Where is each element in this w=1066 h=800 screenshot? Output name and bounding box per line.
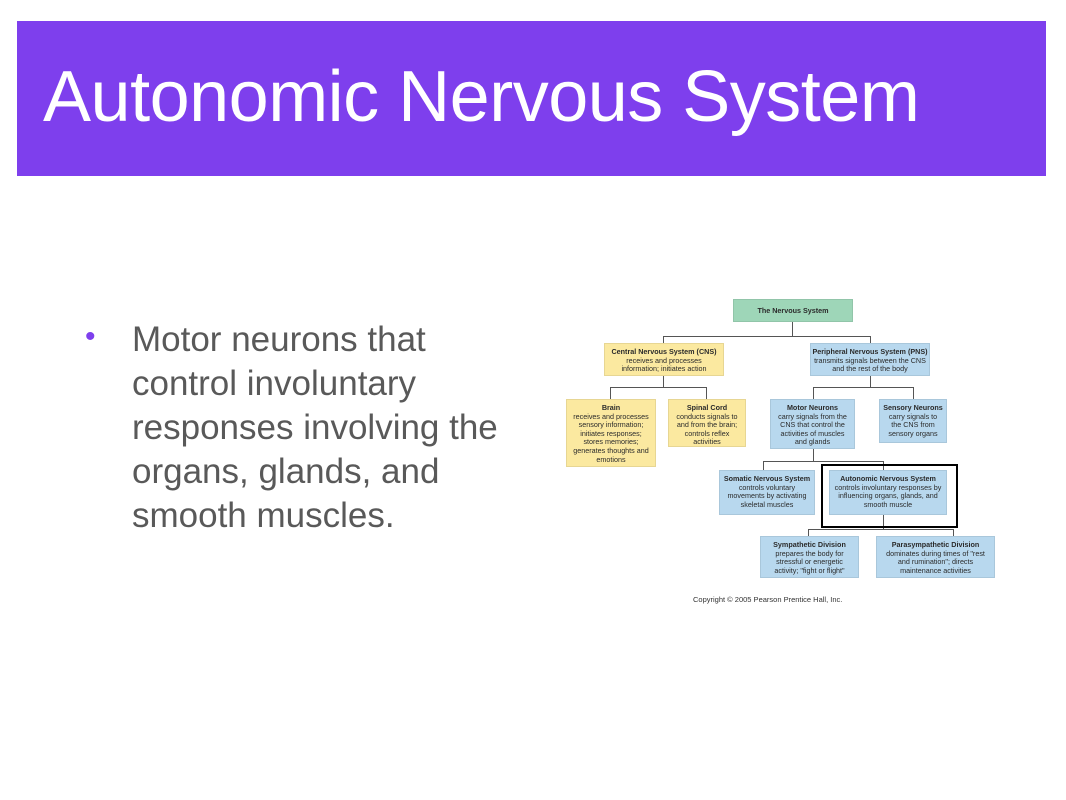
box-nervous-system: The Nervous System bbox=[733, 299, 853, 322]
box-somatic: Somatic Nervous System controls voluntar… bbox=[719, 470, 815, 515]
box-description: controls voluntary movements by activati… bbox=[727, 482, 807, 509]
box-description: conducts signals to and from the brain; … bbox=[676, 411, 738, 447]
box-description: receives and processes sensory informati… bbox=[573, 411, 649, 464]
box-title: Autonomic Nervous System bbox=[840, 474, 936, 483]
connector-line bbox=[913, 387, 914, 399]
box-title: Central Nervous System (CNS) bbox=[611, 347, 717, 356]
title-bar: Autonomic Nervous System bbox=[17, 21, 1046, 176]
box-sympathetic: Sympathetic Division prepares the body f… bbox=[760, 536, 859, 578]
connector-line bbox=[813, 449, 814, 461]
connector-line bbox=[870, 336, 871, 343]
connector-line bbox=[663, 336, 870, 337]
connector-line bbox=[763, 461, 883, 462]
connector-line bbox=[870, 376, 871, 387]
nervous-system-diagram: The Nervous System Central Nervous Syste… bbox=[563, 293, 1008, 613]
connector-line bbox=[808, 529, 809, 536]
connector-line bbox=[663, 336, 664, 343]
connector-line bbox=[610, 387, 706, 388]
box-description: carry signals to the CNS from sensory or… bbox=[888, 411, 938, 438]
box-description: controls involuntary responses by influe… bbox=[834, 482, 942, 509]
box-description: prepares the body for stressful or energ… bbox=[774, 548, 845, 575]
slide-title: Autonomic Nervous System bbox=[43, 57, 920, 137]
box-title: Motor Neurons bbox=[786, 403, 839, 412]
box-title: Peripheral Nervous System (PNS) bbox=[812, 347, 928, 356]
box-description: transmits signals between the CNS and th… bbox=[814, 355, 926, 374]
box-autonomic: Autonomic Nervous System controls involu… bbox=[829, 470, 947, 515]
box-title: Somatic Nervous System bbox=[723, 474, 811, 483]
box-title: Brain bbox=[601, 403, 621, 412]
connector-line bbox=[792, 322, 793, 336]
box-cns: Central Nervous System (CNS) receives an… bbox=[604, 343, 724, 376]
copyright-text: Copyright © 2005 Pearson Prentice Hall, … bbox=[693, 595, 843, 604]
box-parasympathetic: Parasympathetic Division dominates durin… bbox=[876, 536, 995, 578]
connector-line bbox=[953, 529, 954, 536]
box-brain: Brain receives and processes sensory inf… bbox=[566, 399, 656, 467]
box-title: Parasympathetic Division bbox=[891, 540, 980, 549]
box-spinal-cord: Spinal Cord conducts signals to and from… bbox=[668, 399, 746, 447]
connector-line bbox=[763, 461, 764, 470]
box-sensory-neurons: Sensory Neurons carry signals to the CNS… bbox=[879, 399, 947, 443]
box-title: Sensory Neurons bbox=[883, 403, 943, 412]
box-description: dominates during times of "rest and rumi… bbox=[886, 548, 985, 575]
box-title: The Nervous System bbox=[757, 306, 829, 315]
highlight-frame bbox=[821, 464, 958, 528]
connector-line bbox=[883, 515, 884, 529]
connector-line bbox=[813, 387, 913, 388]
box-pns: Peripheral Nervous System (PNS) transmit… bbox=[810, 343, 930, 376]
box-description: carry signals from the CNS that control … bbox=[778, 411, 847, 447]
box-title: Spinal Cord bbox=[686, 403, 728, 412]
box-description: receives and processes information; init… bbox=[621, 355, 707, 374]
box-title: Sympathetic Division bbox=[773, 540, 846, 549]
box-motor-neurons: Motor Neurons carry signals from the CNS… bbox=[770, 399, 855, 449]
connector-line bbox=[813, 387, 814, 399]
bullet-dot: • bbox=[85, 320, 96, 353]
connector-line bbox=[706, 387, 707, 399]
connector-line bbox=[610, 387, 611, 399]
connector-line bbox=[663, 376, 664, 387]
bullet-text: Motor neurons that control involuntary r… bbox=[132, 320, 498, 535]
connector-line bbox=[808, 529, 953, 530]
